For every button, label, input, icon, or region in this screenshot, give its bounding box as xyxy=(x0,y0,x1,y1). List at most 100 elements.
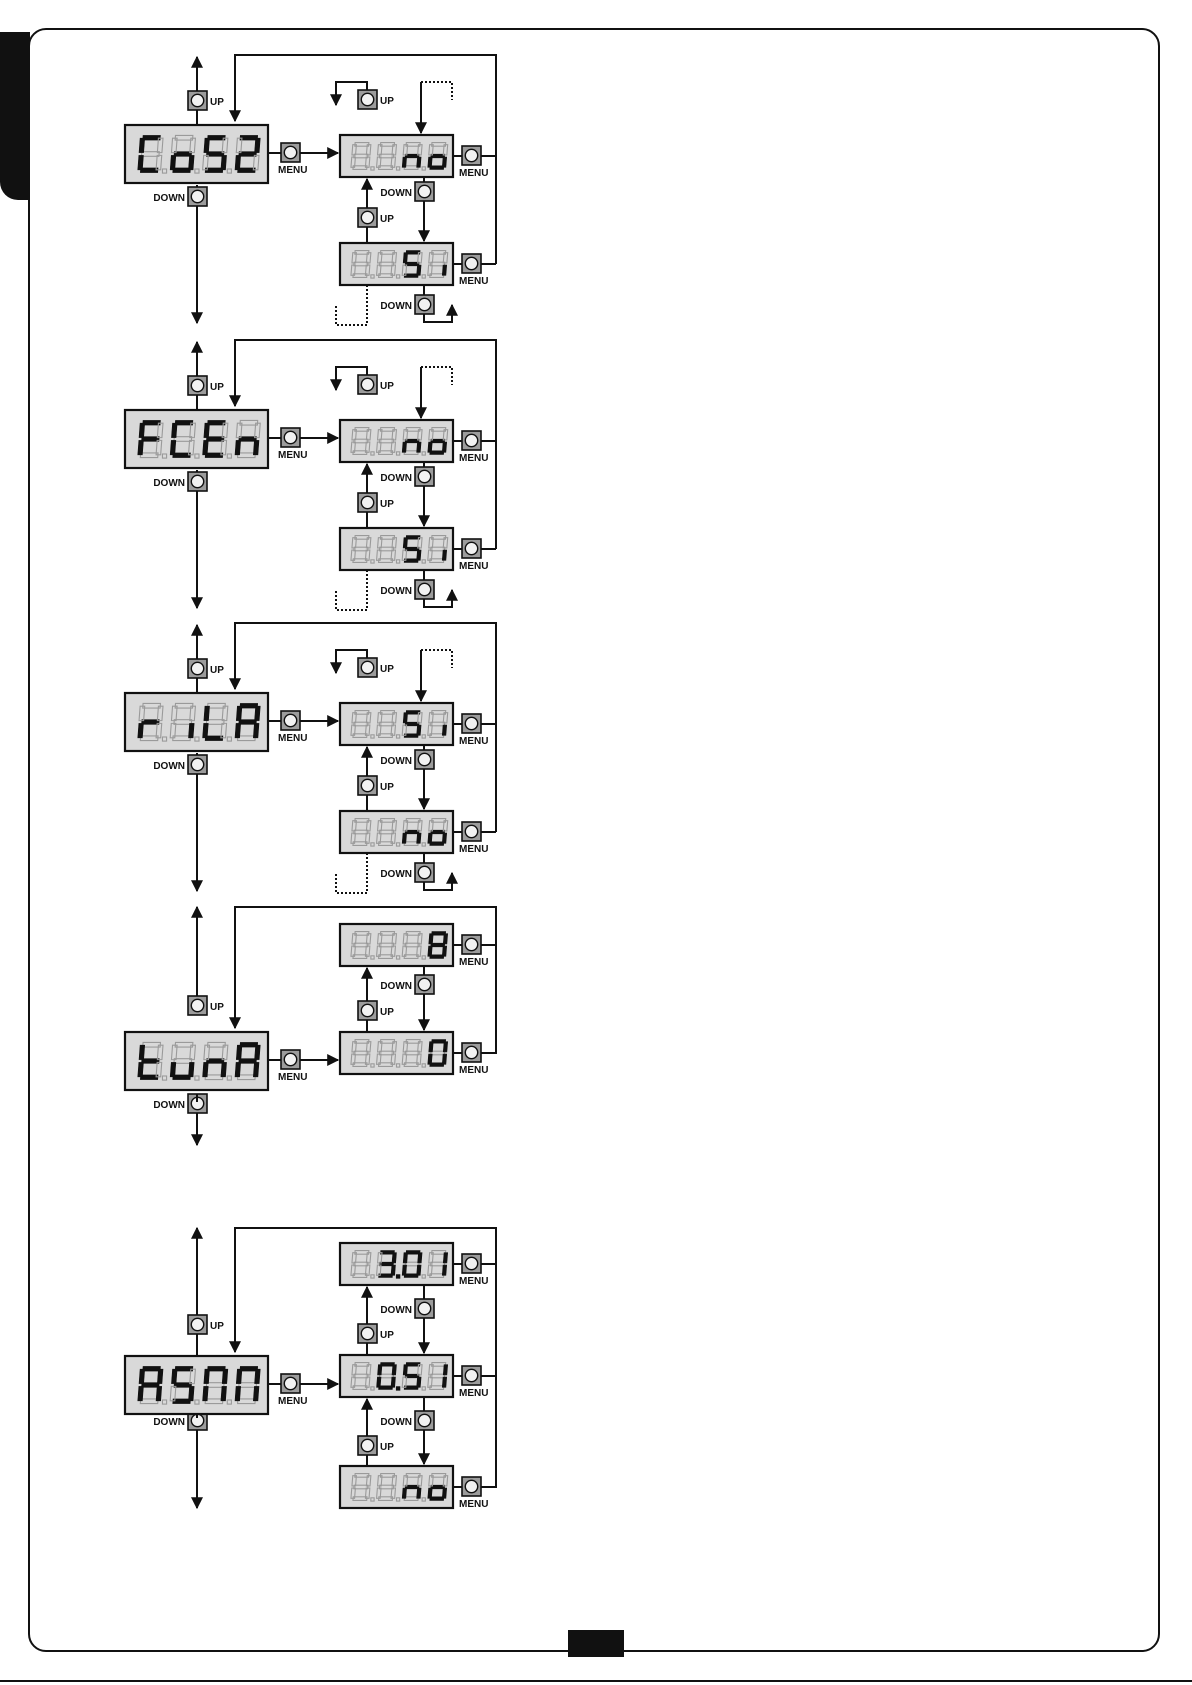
option-menu-button-2[interactable]: MENU xyxy=(459,539,488,572)
segment-c xyxy=(442,1377,446,1387)
option-down-button-1[interactable]: DOWN xyxy=(380,1299,434,1318)
button-label: UP xyxy=(380,664,394,675)
option-menu-button-1[interactable]: MENU xyxy=(459,431,488,464)
segment-d xyxy=(173,1075,191,1080)
option-display-1 xyxy=(340,1243,453,1285)
parameter-display xyxy=(125,693,268,751)
segment-g xyxy=(206,152,224,157)
segment-a xyxy=(240,703,258,708)
segment-c xyxy=(391,1265,395,1275)
menu-button[interactable]: MENU xyxy=(278,428,307,461)
segment-e xyxy=(235,1386,241,1400)
option-up-button-2[interactable]: UP xyxy=(358,208,394,227)
segment-c xyxy=(442,1054,446,1064)
option-up-button-2[interactable]: UP xyxy=(358,776,394,795)
segment-c xyxy=(417,265,421,275)
option-up-button[interactable]: UP xyxy=(358,1001,394,1020)
option-down-button-2[interactable]: DOWN xyxy=(380,863,434,882)
menu-button[interactable]: MENU xyxy=(278,1050,307,1083)
option-display-2 xyxy=(340,243,453,285)
button-circle-icon xyxy=(191,190,203,202)
button-label: DOWN xyxy=(380,869,412,880)
segment-d xyxy=(140,168,158,173)
option-menu-button-1[interactable]: MENU xyxy=(459,1254,488,1287)
segment-d xyxy=(430,166,444,170)
wrap-dashed-line xyxy=(421,367,452,395)
down-button[interactable]: DOWN xyxy=(153,472,207,491)
option-down-button[interactable]: DOWN xyxy=(380,750,434,769)
option-menu-button-1[interactable]: MENU xyxy=(459,146,488,179)
segment-f xyxy=(403,538,407,548)
segment-e xyxy=(235,155,241,169)
up-button[interactable]: UP xyxy=(188,659,224,678)
segment-g xyxy=(405,547,419,551)
button-circle-icon xyxy=(361,1004,373,1016)
button-circle-icon xyxy=(418,753,430,765)
up-button[interactable]: UP xyxy=(188,996,224,1015)
button-label: UP xyxy=(380,782,394,793)
segment-d xyxy=(430,451,444,455)
button-label: MENU xyxy=(459,276,488,287)
segment-f xyxy=(403,1253,407,1263)
menu-button[interactable]: MENU xyxy=(278,711,307,744)
option-down-button-2[interactable]: DOWN xyxy=(380,1411,434,1430)
up-button[interactable]: UP xyxy=(188,91,224,110)
button-circle-icon xyxy=(465,542,477,554)
button-circle-icon xyxy=(284,431,296,443)
button-label: MENU xyxy=(459,1065,488,1076)
segment-e xyxy=(138,440,144,454)
option-menu-button-1[interactable]: MENU xyxy=(459,714,488,747)
option-down-button[interactable]: DOWN xyxy=(380,975,434,994)
segment-f xyxy=(204,706,210,720)
segment-e xyxy=(138,1062,144,1076)
down-button[interactable]: DOWN xyxy=(153,755,207,774)
option-display-2 xyxy=(340,1355,453,1397)
option-menu-button-2[interactable]: MENU xyxy=(459,1366,488,1399)
up-button[interactable]: UP xyxy=(188,376,224,395)
segment-f xyxy=(171,1369,177,1383)
menu-button[interactable]: MENU xyxy=(278,143,307,176)
segment-f xyxy=(204,138,210,152)
segment-f xyxy=(403,1365,407,1375)
button-label: DOWN xyxy=(380,981,412,992)
button-label: MENU xyxy=(278,1396,307,1407)
button-label: DOWN xyxy=(153,193,185,204)
option-up-button[interactable]: UP xyxy=(358,375,394,394)
down-button[interactable]: DOWN xyxy=(153,1094,207,1113)
segment-b xyxy=(255,1045,261,1059)
segment-c xyxy=(442,265,446,275)
option-down-button-2[interactable]: DOWN xyxy=(380,580,434,599)
button-label: DOWN xyxy=(380,473,412,484)
option-up-button[interactable]: UP xyxy=(358,90,394,109)
segment-b xyxy=(255,1369,261,1383)
button-label: UP xyxy=(380,96,394,107)
button-label: MENU xyxy=(459,1499,488,1510)
option-up-button-2[interactable]: UP xyxy=(358,493,394,512)
segment-b xyxy=(443,1042,447,1052)
option-menu-button-3[interactable]: MENU xyxy=(459,1477,488,1510)
segment-e xyxy=(428,1054,432,1064)
button-label: DOWN xyxy=(153,1100,185,1111)
menu-button[interactable]: MENU xyxy=(278,1374,307,1407)
option-menu-button-2[interactable]: MENU xyxy=(459,822,488,855)
option-menu-button-1[interactable]: MENU xyxy=(459,935,488,968)
parameter-display xyxy=(125,1032,268,1090)
down-button[interactable]: DOWN xyxy=(153,187,207,206)
button-circle-icon xyxy=(361,93,373,105)
up-button[interactable]: UP xyxy=(188,1315,224,1334)
segment-d xyxy=(205,736,223,741)
option-down-button[interactable]: DOWN xyxy=(380,182,434,201)
option-up-button-1[interactable]: UP xyxy=(358,1324,394,1343)
display-frame xyxy=(340,243,453,285)
option-menu-button-2[interactable]: MENU xyxy=(459,1043,488,1076)
option-down-button-2[interactable]: DOWN xyxy=(380,295,434,314)
button-label: UP xyxy=(210,665,224,676)
option-up-button-2[interactable]: UP xyxy=(358,1436,394,1455)
option-menu-button-2[interactable]: MENU xyxy=(459,254,488,287)
segment-g xyxy=(142,1383,160,1388)
option-up-button[interactable]: UP xyxy=(358,658,394,677)
segment-c xyxy=(189,723,195,737)
button-circle-icon xyxy=(191,999,203,1011)
option-display-1 xyxy=(340,135,453,177)
option-down-button[interactable]: DOWN xyxy=(380,467,434,486)
